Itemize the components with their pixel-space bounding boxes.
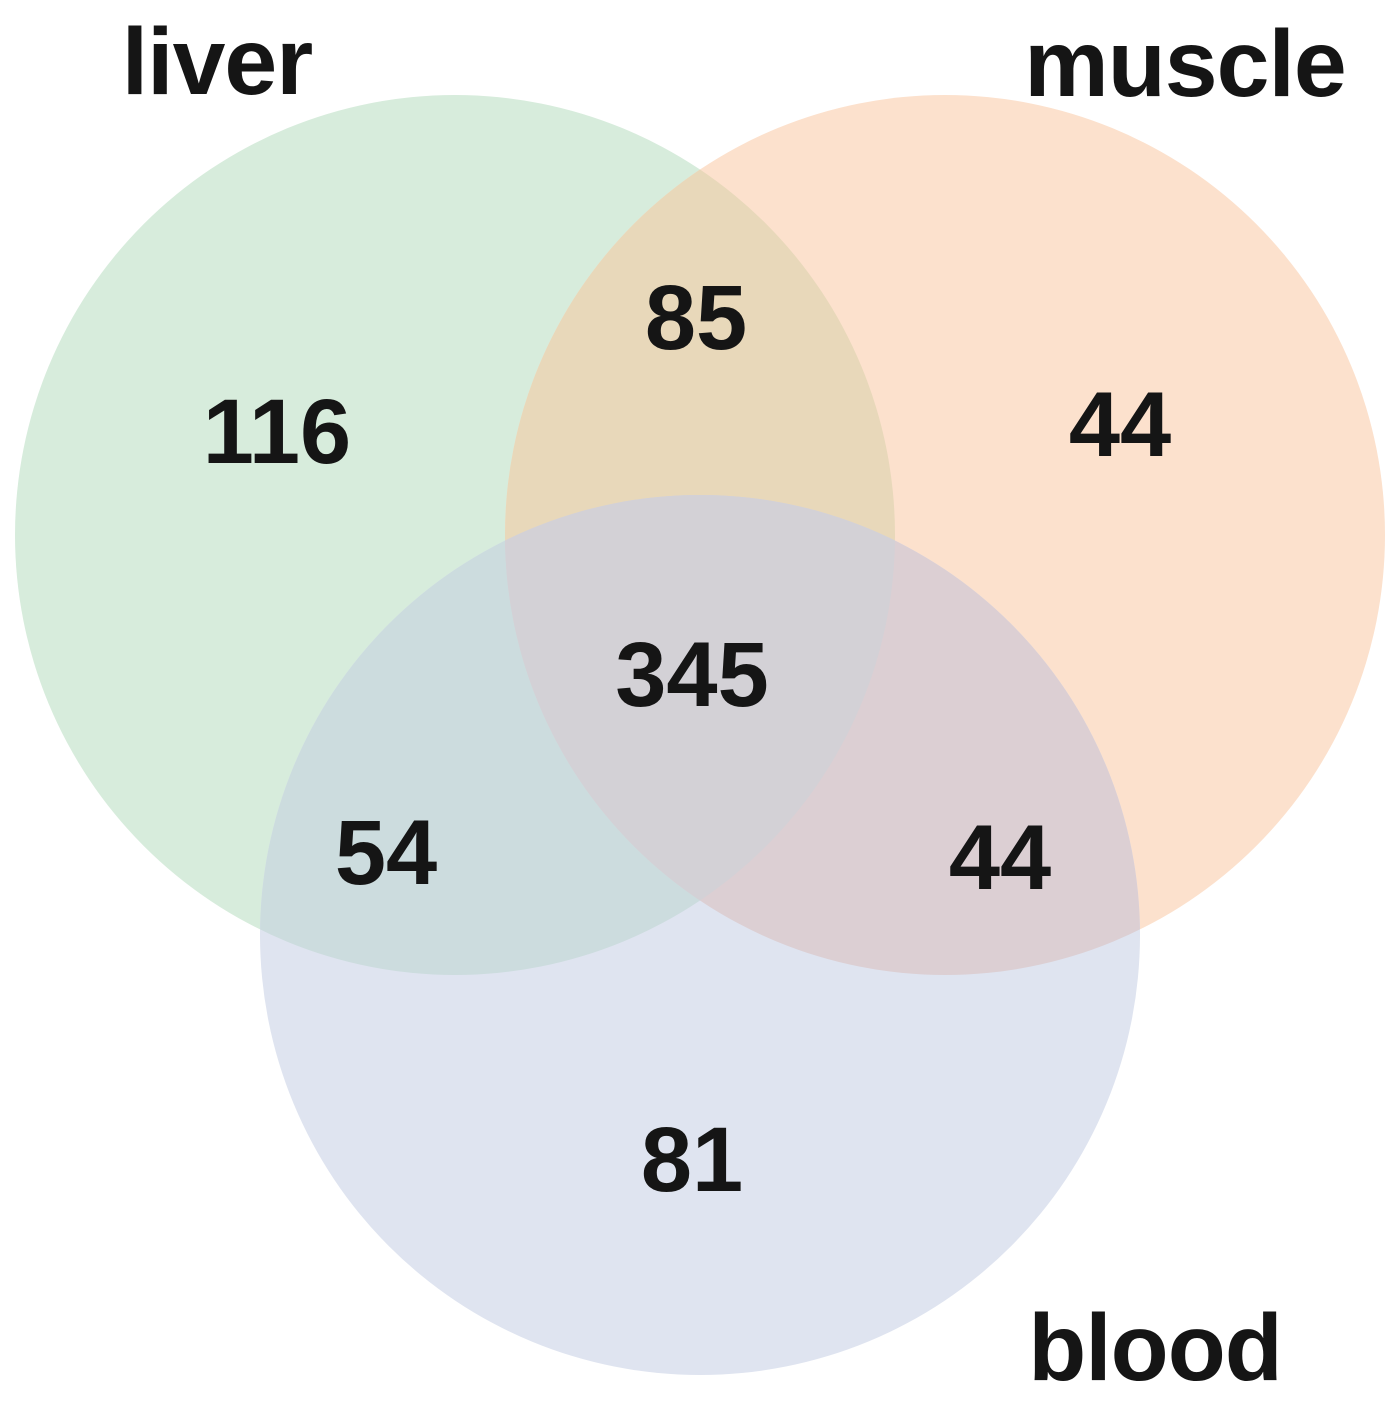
blood-set-label: blood	[1028, 1295, 1282, 1401]
liver-only-count: 116	[203, 381, 351, 483]
blood-only-count: 81	[641, 1109, 743, 1211]
liver-set-label: liver	[122, 9, 312, 115]
liver-blood-count: 54	[335, 802, 437, 904]
liver-muscle-count: 85	[645, 267, 747, 369]
all-sets-count: 345	[615, 624, 769, 726]
muscle-set-label: muscle	[1024, 11, 1345, 117]
muscle-blood-count: 44	[949, 807, 1051, 909]
muscle-only-count: 44	[1069, 374, 1171, 476]
